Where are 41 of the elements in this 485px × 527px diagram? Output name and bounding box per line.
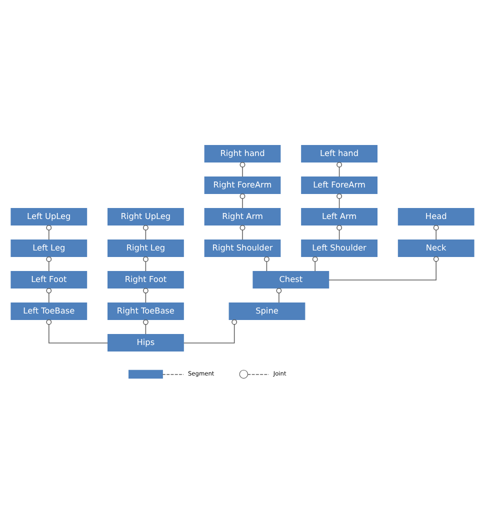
connector xyxy=(336,224,342,240)
node-box: Chest xyxy=(252,270,330,288)
connector xyxy=(312,256,318,272)
connector xyxy=(142,256,148,272)
connector xyxy=(46,256,52,272)
node-box: Right ToeBase xyxy=(108,302,184,320)
connector xyxy=(336,193,342,208)
node-box: Head xyxy=(398,208,474,226)
connector xyxy=(276,287,282,303)
node-box: Left UpLeg xyxy=(10,208,88,226)
connector xyxy=(336,162,342,177)
node-box: Left hand xyxy=(301,144,378,162)
connector xyxy=(240,193,246,208)
connector xyxy=(46,287,52,303)
node-box: Left Shoulder xyxy=(301,239,378,256)
node-box: Right Foot xyxy=(108,270,184,288)
connector xyxy=(328,256,439,280)
connector xyxy=(46,318,108,343)
connector xyxy=(142,287,148,303)
connector xyxy=(240,224,246,240)
node-box: Spine xyxy=(228,302,306,320)
connector xyxy=(183,318,238,343)
node-box: Right hand xyxy=(204,144,281,162)
connector xyxy=(142,224,148,240)
connector xyxy=(142,318,148,334)
node-box: Right UpLeg xyxy=(108,208,184,226)
node-box: Left ForeArm xyxy=(301,176,378,194)
node-box: Left ToeBase xyxy=(10,302,88,320)
connector xyxy=(46,224,52,240)
node-box: Right Leg xyxy=(108,239,184,256)
node-box: Neck xyxy=(398,239,474,256)
node-box: Right Shoulder xyxy=(204,239,281,256)
node-box: Left Foot xyxy=(10,270,88,288)
node-box: Left Leg xyxy=(10,239,88,256)
node-box: Right Arm xyxy=(204,208,281,226)
node-box: Left Arm xyxy=(301,208,378,226)
connector xyxy=(240,162,246,177)
connector xyxy=(433,224,439,240)
node-box: Hips xyxy=(108,333,184,351)
node-box: Right ForeArm xyxy=(204,176,281,194)
connector xyxy=(264,256,270,272)
